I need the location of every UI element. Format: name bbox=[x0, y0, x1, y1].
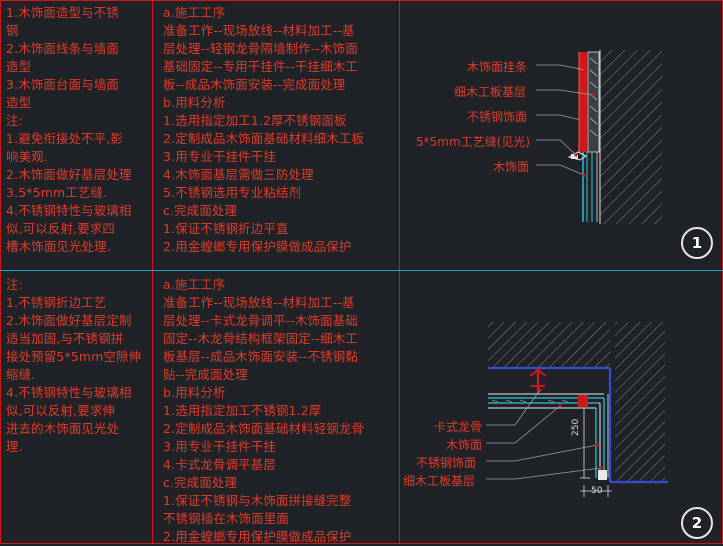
panel1_left-line: 3.5*5mm工艺缝. bbox=[6, 185, 108, 200]
panel1_left-line: 响美观. bbox=[6, 149, 48, 164]
panel2_mid-line: a.施工工序 bbox=[163, 277, 226, 292]
panel2_mid-line: c.完成面处理 bbox=[163, 475, 238, 490]
panel1_left-line: 3.木饰面台面与墙面 bbox=[6, 77, 119, 92]
detail2-drawing bbox=[486, 322, 668, 497]
panel1_left-line: 钢 bbox=[6, 23, 19, 38]
label-blockboard-base-2: 细木工板基层 bbox=[403, 474, 476, 488]
panel1_left-line: 槽木饰面见光处理. bbox=[6, 239, 111, 254]
panel2_mid-line: 板基层--成品木饰面安装--不锈钢黏 bbox=[163, 349, 358, 364]
panel2_left-line: 缩缝. bbox=[6, 367, 36, 382]
panel2_mid-line: 固定--木龙骨结构框架固定--细木工 bbox=[163, 331, 358, 346]
panel1_left-line: 造型 bbox=[6, 95, 32, 110]
label-stainless-finish: 不锈钢饰面 bbox=[467, 110, 528, 124]
panel1_mid-line: 层处理--轻钢龙骨隔墙制作--木饰面 bbox=[163, 41, 358, 56]
panel2_left-line: 理. bbox=[6, 439, 23, 454]
column-divider-left bbox=[152, 0, 153, 544]
panel1_left-line: 似,可以反射,要求四 bbox=[6, 221, 116, 236]
dimension-horizontal: 50 bbox=[591, 486, 603, 496]
panel2_mid-line: 4.卡式龙骨调平基层 bbox=[163, 457, 276, 472]
panel2_left-line: 似,可以反射,要求伸 bbox=[6, 403, 116, 418]
panel2_left-line: 1.不锈钢折边工艺 bbox=[6, 295, 107, 310]
panel2_mid-line: 准备工作--现场放线--材料加工--基 bbox=[163, 295, 355, 310]
panel2_left-line: 2.木饰面做好基层定制 bbox=[6, 313, 132, 328]
panel1_left-line: 1.木饰面造型与不锈 bbox=[6, 5, 119, 20]
panel2_left-line: 注: bbox=[6, 277, 23, 292]
panel1_left-line: 造型 bbox=[6, 59, 32, 74]
panel1_mid-line: 3.用专业干挂件干挂 bbox=[163, 149, 276, 164]
panel2-process: a.施工工序准备工作--现场放线--材料加工--基层处理--卡式龙骨调平--木饰… bbox=[163, 276, 364, 546]
label-wood-hanging-strip: 木饰面挂条 bbox=[467, 60, 528, 74]
column-divider-right bbox=[399, 0, 400, 544]
panel1_mid-line: 1.选用指定加工1.2厚不锈钢面板 bbox=[163, 113, 347, 128]
panel1_mid-line: 2.用金蝗螂专用保护膜做成品保护 bbox=[163, 239, 352, 254]
panel1_mid-line: 1.保证不锈钢折边平直 bbox=[163, 221, 289, 236]
panel2-notes: 注: 1.不锈钢折边工艺 2.木饰面做好基层定制适当加固,与不锈钢拼接处预留5*5m… bbox=[6, 276, 141, 456]
panel2_mid-line: 1.选用指定加工不锈钢1.2厚 bbox=[163, 403, 322, 418]
panel1_mid-line: c.完成面处理 bbox=[163, 203, 238, 218]
panel2_mid-line: 3.用专业干挂件干挂 bbox=[163, 439, 276, 454]
row-divider bbox=[0, 270, 723, 271]
panel2_left-line: 4.不锈钢特性与玻璃相 bbox=[6, 385, 132, 400]
panel1-process: a.施工工序准备工作--现场放线--材料加工--基层处理--轻钢龙骨隔墙制作--… bbox=[163, 4, 364, 256]
panel2_mid-line: b.用料分析 bbox=[163, 385, 226, 400]
panel1_mid-line: 准备工作--现场放线--材料加工--基 bbox=[163, 23, 355, 38]
panel1_mid-line: 5.不锈钢选用专业粘结剂 bbox=[163, 185, 302, 200]
label-blockboard-base: 细木工板基层 bbox=[454, 85, 527, 99]
panel2_mid-line: 贴--完成面处理 bbox=[163, 367, 248, 382]
panel2_mid-line: 2.用金蝗螂专用保护膜做成品保护 bbox=[163, 529, 352, 544]
panel2_left-line: 接处预留5*5mm空隙伸 bbox=[6, 349, 142, 364]
detail1-drawing bbox=[536, 50, 662, 224]
panel1_mid-line: 板--成品木饰面安装--完成面处理 bbox=[163, 77, 346, 92]
detail-number-1: 1 bbox=[681, 227, 713, 259]
panel2_left-line: 进去的木饰面见光处 bbox=[6, 421, 120, 436]
label-wood-veneer: 木饰面 bbox=[493, 160, 530, 174]
panel1_mid-line: 4.木饰面基层需做三防处理 bbox=[163, 167, 314, 182]
panel2_mid-line: 1.保证不锈钢与木饰面拼接缝完整 bbox=[163, 493, 352, 508]
panel1_mid-line: 2.定制成品木饰面基础材料细木工板 bbox=[163, 131, 365, 146]
panel1_left-line: 2.木饰面线条与墙面 bbox=[6, 41, 119, 56]
panel2_mid-line: 不锈钢插在木饰面里面 bbox=[163, 511, 289, 526]
panel1_mid-line: a.施工工序 bbox=[163, 5, 226, 20]
dimension-vertical: 250 bbox=[571, 418, 581, 436]
panel2_mid-line: 2.定制成品木饰面基础材料轻钢龙骨 bbox=[163, 421, 365, 436]
panel1-notes: 1.木饰面造型与不锈钢 2.木饰面线条与墙面造型 3.木饰面台面与墙面造型注: 1.避… bbox=[6, 4, 132, 256]
panel2_mid-line: 层处理--卡式龙骨调平--木饰面基础 bbox=[163, 313, 358, 328]
label-card-keel: 卡式龙骨 bbox=[434, 420, 483, 434]
panel1_mid-line: b.用料分析 bbox=[163, 95, 226, 110]
panel1_left-line: 4.不锈钢特性与玻璃相 bbox=[6, 203, 132, 218]
label-wood-veneer-2: 木饰面 bbox=[446, 438, 483, 452]
panel1_left-line: 注: bbox=[6, 113, 23, 128]
label-stainless-finish-2: 不锈钢饰面 bbox=[416, 456, 477, 470]
detail-number-2: 2 bbox=[681, 507, 713, 539]
label-craft-joint: 5*5mm工艺缝(见光) bbox=[416, 135, 531, 149]
panel2_left-line: 适当加固,与不锈钢拼 bbox=[6, 331, 124, 346]
panel1_mid-line: 基础固定--专用干挂件--干挂细木工 bbox=[163, 59, 358, 74]
panel1_left-line: 1.避免衔接处不平,影 bbox=[6, 131, 124, 146]
panel1_left-line: 2.木饰面做好基层处理 bbox=[6, 167, 132, 182]
